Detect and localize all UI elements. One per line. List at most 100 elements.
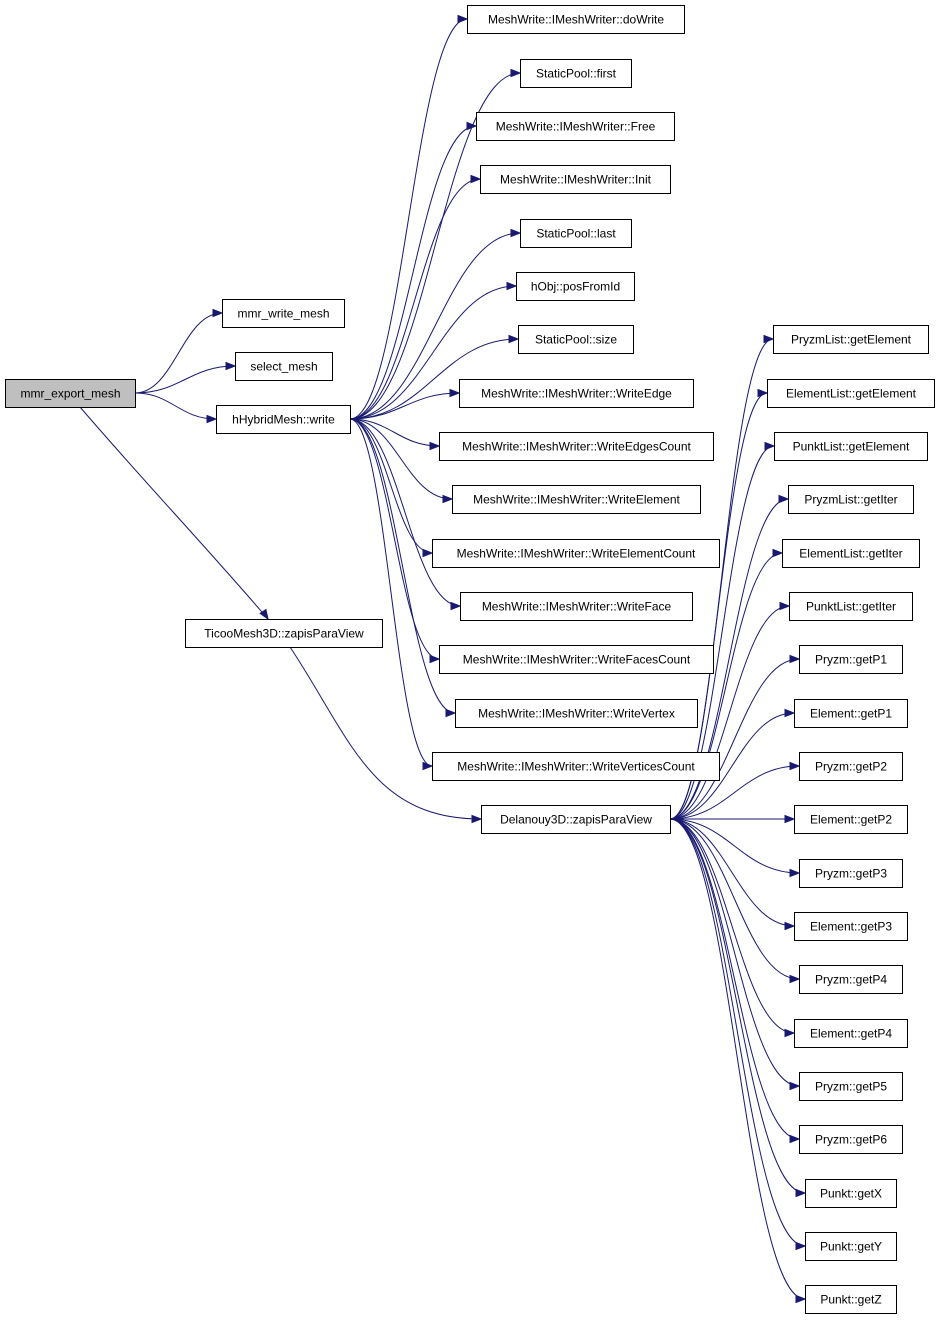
node-writeface[interactable]: MeshWrite::IMeshWriter::WriteFace xyxy=(460,592,693,621)
node-box xyxy=(455,699,698,728)
edge-hhybrid-write-to-free xyxy=(349,121,478,420)
node-box xyxy=(452,485,701,514)
node-element-getp4[interactable]: Element::getP4 xyxy=(794,1019,908,1048)
node-element-getp1[interactable]: Element::getP1 xyxy=(794,699,908,728)
node-box xyxy=(476,112,675,141)
node-delanouy-zapis[interactable]: Delanouy3D::zapisParaView xyxy=(481,805,671,834)
node-writefacescount[interactable]: MeshWrite::IMeshWriter::WriteFacesCount xyxy=(439,645,714,674)
edge-hhybrid-write-to-writevertex xyxy=(349,418,457,718)
node-pryzmlist-getelement[interactable]: PryzmList::getElement xyxy=(773,325,929,354)
node-select-mesh[interactable]: select_mesh xyxy=(235,352,333,381)
node-dowrite[interactable]: MeshWrite::IMeshWriter::doWrite xyxy=(467,5,685,34)
node-label: Delanouy3D::zapisParaView xyxy=(500,813,652,827)
node-punktlist-getiter[interactable]: PunktList::getIter xyxy=(789,592,913,621)
node-box xyxy=(774,432,928,461)
edge-ticoo-zapis-to-delanouy-zapis xyxy=(289,646,483,824)
node-pryzmlist-getiter[interactable]: PryzmList::getIter xyxy=(788,485,914,514)
node-label: mmr_export_mesh xyxy=(20,387,120,401)
node-box xyxy=(185,619,383,648)
node-label: hHybridMesh::write xyxy=(232,413,335,427)
node-mmr-write-mesh[interactable]: mmr_write_mesh xyxy=(222,299,345,328)
node-sp-last[interactable]: StaticPool::last xyxy=(520,219,632,248)
node-box xyxy=(782,539,920,568)
node-free[interactable]: MeshWrite::IMeshWriter::Free xyxy=(476,112,675,141)
node-box xyxy=(799,859,903,888)
node-label: MeshWrite::IMeshWriter::WriteElementCoun… xyxy=(457,547,696,561)
node-label: Element::getP1 xyxy=(810,707,892,721)
node-punkt-getx[interactable]: Punkt::getX xyxy=(805,1179,897,1208)
node-box xyxy=(799,965,903,994)
node-box xyxy=(235,352,333,381)
node-label: MeshWrite::IMeshWriter::Init xyxy=(500,173,652,187)
edge-mmr-export-mesh-to-select-mesh xyxy=(134,361,237,394)
node-pryzm-getp4[interactable]: Pryzm::getP4 xyxy=(799,965,903,994)
edge-hhybrid-write-to-writeface xyxy=(349,418,462,611)
node-label: MeshWrite::IMeshWriter::WriteEdgesCount xyxy=(462,440,691,454)
node-element-getp2[interactable]: Element::getP2 xyxy=(794,805,908,834)
node-box xyxy=(222,299,345,328)
node-box xyxy=(789,592,913,621)
edge-delanouy-zapis-to-element-getp4 xyxy=(669,818,796,1038)
node-box xyxy=(794,1019,908,1048)
node-elementlist-getelement[interactable]: ElementList::getElement xyxy=(767,379,935,408)
node-pryzm-getp3[interactable]: Pryzm::getP3 xyxy=(799,859,903,888)
node-label: StaticPool::first xyxy=(536,67,617,81)
node-label: Pryzm::getP2 xyxy=(815,760,887,774)
node-label: Pryzm::getP4 xyxy=(815,973,887,987)
edge-mmr-export-mesh-to-ticoo-zapis xyxy=(79,406,269,621)
node-label: mmr_write_mesh xyxy=(237,307,329,321)
node-box xyxy=(805,1285,897,1314)
edge-delanouy-zapis-to-element-getp1 xyxy=(669,708,796,820)
edge-delanouy-zapis-to-punkt-getx xyxy=(669,818,807,1198)
node-elementlist-getiter[interactable]: ElementList::getIter xyxy=(782,539,920,568)
node-label: PunktList::getElement xyxy=(793,440,910,454)
edge-hhybrid-write-to-writeverticescount xyxy=(349,418,434,771)
node-box xyxy=(794,912,908,941)
node-writeelement[interactable]: MeshWrite::IMeshWriter::WriteElement xyxy=(452,485,701,514)
edge-delanouy-zapis-to-element-getp2 xyxy=(669,814,796,824)
node-sp-first[interactable]: StaticPool::first xyxy=(520,59,632,88)
node-element-getp3[interactable]: Element::getP3 xyxy=(794,912,908,941)
node-punkt-getz[interactable]: Punkt::getZ xyxy=(805,1285,897,1314)
node-label: MeshWrite::IMeshWriter::doWrite xyxy=(488,13,664,27)
node-label: MeshWrite::IMeshWriter::WriteEdge xyxy=(481,387,672,401)
node-box xyxy=(439,645,714,674)
node-pryzm-getp1[interactable]: Pryzm::getP1 xyxy=(799,645,903,674)
node-box xyxy=(799,752,903,781)
node-label: MeshWrite::IMeshWriter::WriteVerticesCou… xyxy=(457,760,695,774)
edge-delanouy-zapis-to-pryzm-getp6 xyxy=(669,818,801,1144)
node-box xyxy=(799,1072,903,1101)
node-box xyxy=(467,5,685,34)
node-label: hObj::posFromId xyxy=(531,280,620,294)
node-label: PryzmList::getIter xyxy=(804,493,897,507)
edge-hhybrid-write-to-sp-size xyxy=(349,334,520,420)
node-writeelementcount[interactable]: MeshWrite::IMeshWriter::WriteElementCoun… xyxy=(432,539,720,568)
node-writeedge[interactable]: MeshWrite::IMeshWriter::WriteEdge xyxy=(459,379,694,408)
node-box xyxy=(805,1232,897,1261)
node-pryzm-getp6[interactable]: Pryzm::getP6 xyxy=(799,1125,903,1154)
node-sp-size[interactable]: StaticPool::size xyxy=(518,325,634,354)
node-box xyxy=(5,379,136,408)
edge-delanouy-zapis-to-pryzm-getp5 xyxy=(669,818,801,1091)
node-box xyxy=(460,592,693,621)
node-box xyxy=(481,805,671,834)
node-writevertex[interactable]: MeshWrite::IMeshWriter::WriteVertex xyxy=(455,699,698,728)
node-punktlist-getelement[interactable]: PunktList::getElement xyxy=(774,432,928,461)
node-mmr-export-mesh[interactable]: mmr_export_mesh xyxy=(5,379,136,408)
node-hhybrid-write[interactable]: hHybridMesh::write xyxy=(216,405,351,434)
node-label: StaticPool::last xyxy=(536,227,616,241)
node-init[interactable]: MeshWrite::IMeshWriter::Init xyxy=(480,165,671,194)
node-writeedgescount[interactable]: MeshWrite::IMeshWriter::WriteEdgesCount xyxy=(439,432,714,461)
node-pryzm-getp2[interactable]: Pryzm::getP2 xyxy=(799,752,903,781)
node-box xyxy=(516,272,635,301)
node-posfromid[interactable]: hObj::posFromId xyxy=(516,272,635,301)
node-ticoo-zapis[interactable]: TicooMesh3D::zapisParaView xyxy=(185,619,383,648)
node-label: Element::getP4 xyxy=(810,1027,892,1041)
node-pryzm-getp5[interactable]: Pryzm::getP5 xyxy=(799,1072,903,1101)
node-box xyxy=(773,325,929,354)
node-box xyxy=(805,1179,897,1208)
node-writeverticescount[interactable]: MeshWrite::IMeshWriter::WriteVerticesCou… xyxy=(432,752,720,781)
node-label: ElementList::getElement xyxy=(786,387,917,401)
node-punkt-gety[interactable]: Punkt::getY xyxy=(805,1232,897,1261)
node-label: Pryzm::getP5 xyxy=(815,1080,887,1094)
